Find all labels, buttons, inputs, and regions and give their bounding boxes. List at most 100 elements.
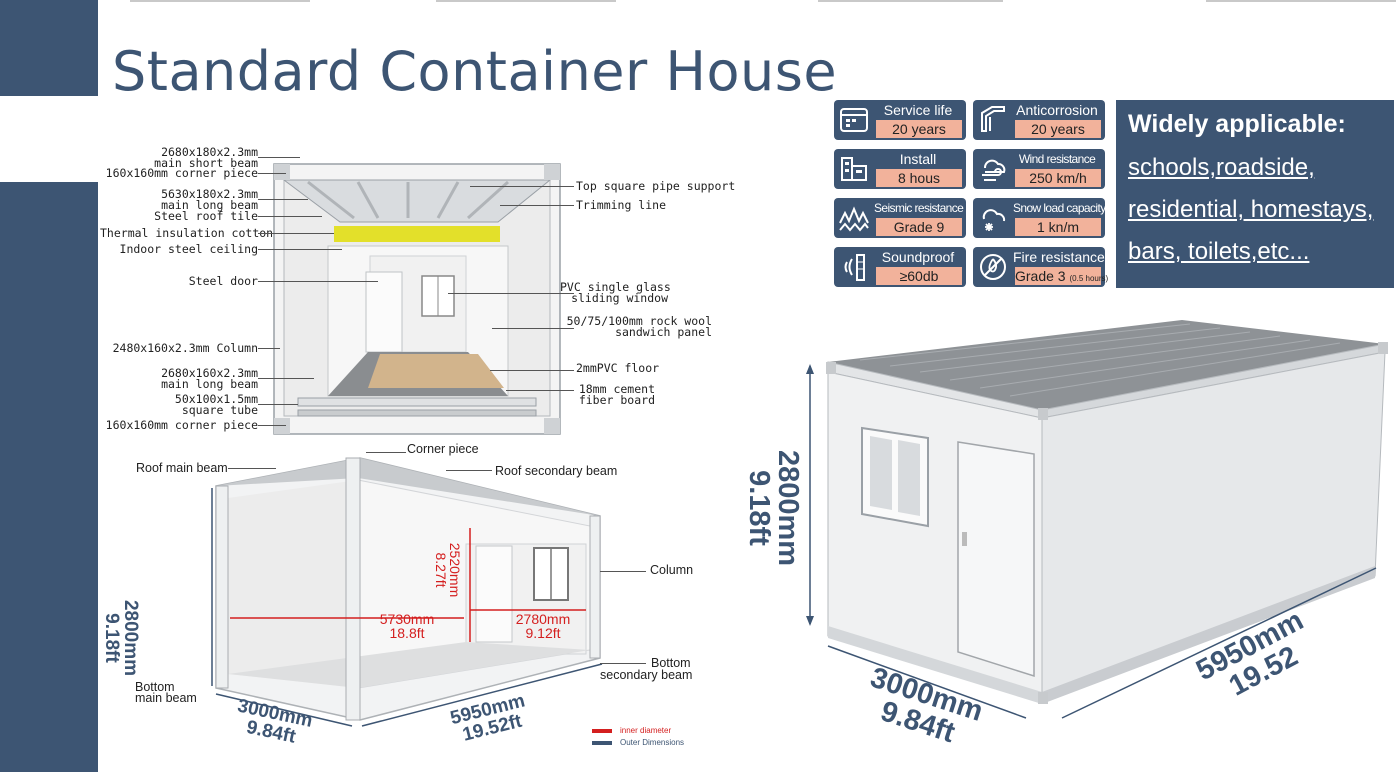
leader-line	[258, 233, 334, 234]
leader-line	[490, 370, 574, 371]
legend-swatch-inner	[592, 729, 612, 733]
label-top-pipe-support: Top square pipe support	[576, 179, 736, 193]
feature-name: Anticorrosion	[1016, 102, 1098, 118]
leader-line	[258, 157, 300, 158]
wind-icon	[982, 159, 1006, 181]
top-rule	[1206, 0, 1396, 2]
leader-line	[448, 293, 574, 294]
label-corner-piece-top: 160x160mm corner piece	[105, 166, 258, 180]
leader-line	[258, 404, 298, 405]
leader-line	[228, 468, 276, 469]
top-rule	[436, 0, 616, 2]
feature-soundproof: Soundproof ≥60db	[834, 247, 966, 287]
feature-value: Grade 3 (0.5 hours)	[1015, 267, 1109, 285]
feature-seismic-resistance: Seismic resistance Grade 9	[834, 198, 966, 238]
label-bottom-main-beam-2: main beam	[135, 691, 197, 705]
leader-line	[446, 470, 492, 471]
label-column: 2480x160x2.3mm Column	[112, 341, 258, 355]
applicable-line: residential, homestays,	[1128, 196, 1374, 223]
calendar-icon	[840, 108, 868, 132]
legend-inner-diameter: inner diameter	[620, 726, 672, 735]
leader-line	[506, 390, 574, 391]
label-column-open: Column	[650, 563, 694, 577]
label-bottom-secondary-beam-2: secondary beam	[600, 668, 693, 682]
leader-line	[258, 378, 314, 379]
no-fire-icon	[980, 254, 1006, 280]
open-container-diagram	[211, 457, 603, 727]
feature-value: 1 kn/m	[1015, 218, 1101, 236]
feature-name: Seismic resistance	[874, 201, 964, 215]
feature-value: 8 hous	[876, 169, 962, 187]
left-accent-bar-bottom	[0, 182, 98, 772]
leader-line	[258, 348, 280, 349]
label-indoor-steel-ceiling: Indoor steel ceiling	[119, 242, 258, 256]
leader-line	[500, 205, 574, 206]
legend-swatch-outer	[592, 741, 612, 745]
feature-name: Service life	[883, 102, 953, 118]
top-rule	[130, 0, 310, 2]
feature-fire-resistance: Fire resistance Grade 3 (0.5 hours)	[973, 247, 1109, 287]
label-trimming-line: Trimming line	[576, 198, 667, 212]
feature-name: Install	[899, 151, 937, 167]
feature-anticorrosion: Anticorrosion 20 years	[973, 100, 1105, 140]
feature-wind-resistance: Wind resistance 250 km/h	[973, 149, 1105, 189]
leader-line	[258, 281, 378, 282]
leader-line	[366, 452, 406, 453]
feature-value: Grade 9	[876, 218, 962, 236]
label-thermal-insulation: Thermal insulation cotton	[100, 226, 274, 240]
feature-name: Fire resistance	[1013, 249, 1105, 265]
leader-line	[258, 199, 308, 200]
label-steel-roof-tile: Steel roof tile	[154, 209, 258, 223]
left-accent-bar-top	[0, 0, 98, 96]
feature-value: ≥60db	[876, 267, 962, 285]
steel-profile-icon	[981, 106, 1005, 132]
applicable-panel: Widely applicable: schools,roadside, res…	[1116, 100, 1394, 288]
leader-line	[258, 425, 286, 426]
container-structure-diagram	[273, 163, 561, 435]
feature-value-note: (0.5 hours)	[1069, 274, 1109, 283]
applicable-line: schools,roadside,	[1128, 154, 1315, 181]
label-roof-secondary-beam: Roof secondary beam	[495, 464, 618, 478]
leader-line	[258, 173, 286, 174]
label-corner-piece-bottom: 160x160mm corner piece	[105, 418, 258, 432]
feature-install: Install 8 hous	[834, 149, 966, 189]
applicable-line: bars, toilets,etc...	[1128, 238, 1310, 265]
feature-service-life: Service life 20 years	[834, 100, 966, 140]
leader-line	[258, 249, 342, 250]
feature-name: Wind resistance	[1018, 152, 1096, 166]
label-steel-door: Steel door	[188, 274, 258, 288]
snow-icon	[982, 209, 1006, 231]
feature-snow-load: Snow load capacity 1 kn/m	[973, 198, 1106, 238]
label-corner-piece: Corner piece	[407, 442, 479, 456]
feature-name: Snow load capacity	[1013, 201, 1106, 215]
label-bottom-secondary-beam: Bottom	[651, 656, 691, 670]
feature-value: 250 km/h	[1015, 169, 1101, 187]
feature-value: 20 years	[876, 120, 962, 138]
seismic-icon	[839, 206, 869, 232]
soundproof-icon	[844, 254, 865, 281]
leader-line	[600, 571, 646, 572]
building-icon	[841, 157, 867, 181]
closed-container-render	[806, 320, 1388, 719]
label-bottom-main-beam: Bottom	[135, 680, 175, 694]
applicable-title: Widely applicable:	[1128, 110, 1346, 138]
feature-value: 20 years	[1015, 120, 1101, 138]
leader-line	[600, 663, 646, 664]
label-pvc-floor: 2mmPVC floor	[576, 361, 660, 375]
leader-line	[470, 186, 574, 187]
label-roof-main-beam: Roof main beam	[136, 461, 228, 475]
leader-line	[492, 328, 574, 329]
top-rule	[818, 0, 1003, 2]
legend-outer-dimensions: Outer Dimensions	[620, 738, 685, 747]
